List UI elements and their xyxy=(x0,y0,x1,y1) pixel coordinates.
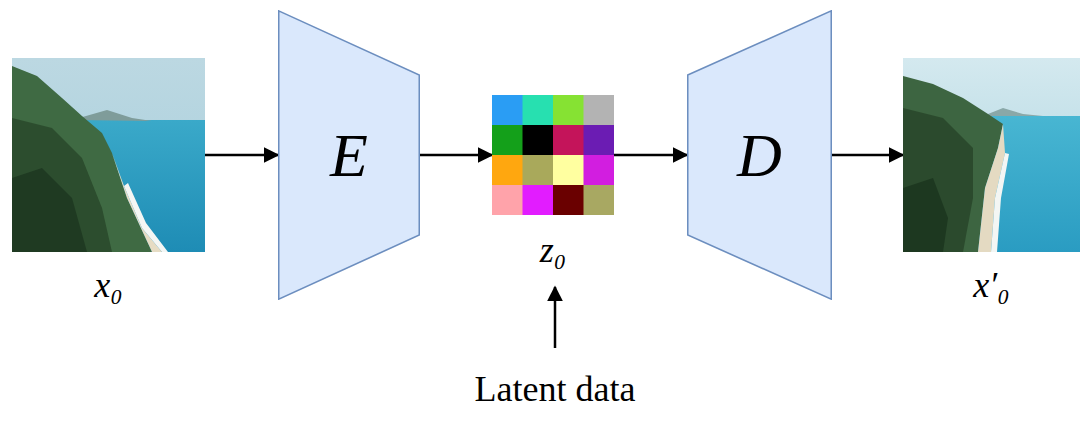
variable-label: z₀ xyxy=(492,231,614,271)
flow-arrow xyxy=(205,154,278,157)
block-letter: D xyxy=(737,121,782,189)
latent-grid xyxy=(492,95,614,215)
flow-arrow xyxy=(832,154,903,157)
block-letter: E xyxy=(330,121,368,189)
leader-arrow xyxy=(554,287,557,348)
input-image xyxy=(12,58,205,252)
flow-arrow xyxy=(420,154,492,157)
annotation-label: Latent data xyxy=(475,370,636,410)
image-node: x₀ xyxy=(12,58,205,252)
flow-arrow xyxy=(614,154,687,157)
variable-label: x₀ xyxy=(12,266,205,306)
variable-label: x′₀ xyxy=(903,266,1080,306)
network-block: D xyxy=(687,10,832,300)
latent-node: z₀ xyxy=(492,95,614,215)
image-node: x′₀ xyxy=(903,58,1080,252)
output-image xyxy=(903,58,1080,252)
network-block: E xyxy=(278,10,420,300)
